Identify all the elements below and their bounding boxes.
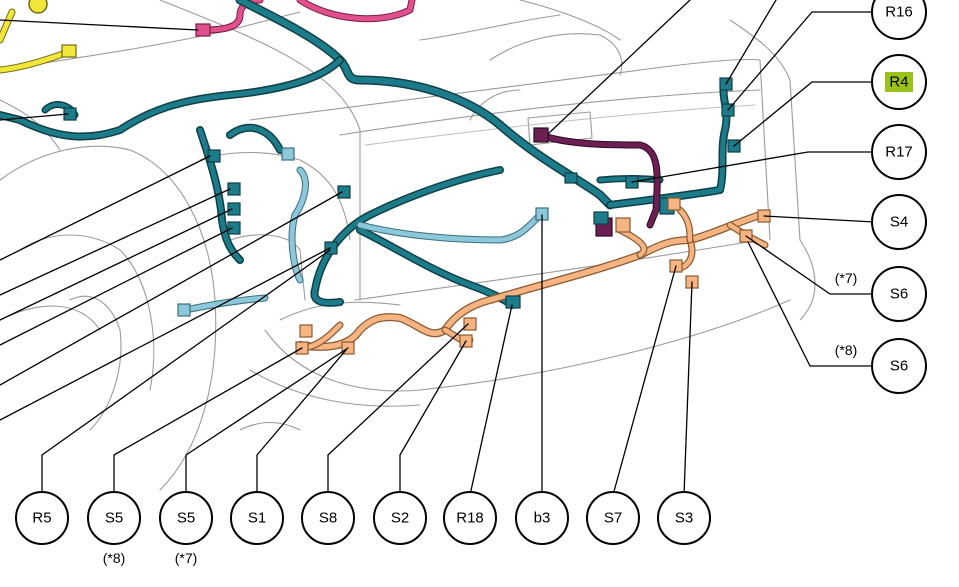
bubble-label: S5 bbox=[105, 510, 123, 527]
bubble-R18 bbox=[443, 491, 497, 545]
bubble-S3 bbox=[657, 491, 711, 545]
bubble-S2 bbox=[373, 491, 427, 545]
callout-S6-7[interactable]: (*7) S6 bbox=[835, 266, 927, 322]
variant-note: (*8) bbox=[103, 550, 126, 566]
yellow-harness bbox=[0, 0, 77, 74]
light-blue-harness bbox=[177, 166, 549, 317]
bubble-S7 bbox=[586, 491, 640, 545]
bubble-S6 bbox=[871, 338, 927, 394]
bubble-S5 bbox=[159, 491, 213, 545]
bubble-label: R4 bbox=[889, 74, 908, 91]
callout-R17[interactable]: R17 bbox=[871, 124, 927, 180]
bubble-label: S3 bbox=[675, 510, 693, 527]
leader-lines bbox=[0, 0, 875, 496]
bubble-S5 bbox=[87, 491, 141, 545]
callout-S5-8[interactable]: S5 (*8) bbox=[87, 491, 141, 566]
bubble-label: R18 bbox=[456, 510, 484, 527]
bubble-S4 bbox=[871, 194, 927, 250]
bubble-label: b3 bbox=[534, 510, 551, 527]
callout-S6-8[interactable]: (*8) S6 bbox=[835, 338, 927, 394]
bubble-label: R16 bbox=[885, 4, 913, 21]
variant-note: (*7) bbox=[835, 270, 858, 286]
callout-S8[interactable]: S8 bbox=[301, 491, 355, 545]
callout-S3[interactable]: S3 bbox=[657, 491, 711, 545]
callout-S7[interactable]: S7 bbox=[586, 491, 640, 545]
callout-S2[interactable]: S2 bbox=[373, 491, 427, 545]
callout-S5-7[interactable]: S5 (*7) bbox=[159, 491, 213, 566]
bubble-label: S6 bbox=[890, 358, 908, 375]
orange-harness bbox=[296, 206, 769, 352]
callout-R5[interactable]: R5 bbox=[15, 491, 69, 545]
bubble-label: S1 bbox=[248, 510, 266, 527]
bubble-R17 bbox=[871, 124, 927, 180]
callout-R4[interactable]: R4 bbox=[871, 54, 927, 110]
bubble-label: S8 bbox=[319, 510, 337, 527]
callout-S4[interactable]: S4 bbox=[871, 194, 927, 250]
bubble-label: S2 bbox=[391, 510, 409, 527]
bubble-S8 bbox=[301, 491, 355, 545]
bubble-label: S6 bbox=[890, 286, 908, 303]
bubble-label: R17 bbox=[885, 144, 913, 161]
bubble-label: S4 bbox=[890, 214, 908, 231]
highlight-box bbox=[885, 72, 913, 92]
bubble-S6 bbox=[871, 266, 927, 322]
variant-note: (*7) bbox=[175, 550, 198, 566]
bubble-R5 bbox=[15, 491, 69, 545]
callout-S1[interactable]: S1 bbox=[230, 491, 284, 545]
bubble-b3 bbox=[515, 491, 569, 545]
bubble-S1 bbox=[230, 491, 284, 545]
variant-note: (*8) bbox=[835, 342, 858, 358]
callout-R18[interactable]: R18 bbox=[443, 491, 497, 545]
callout-b3[interactable]: b3 bbox=[515, 491, 569, 545]
bubble-R16 bbox=[871, 0, 927, 40]
bubble-label: S7 bbox=[604, 510, 622, 527]
bubble-label: S5 bbox=[177, 510, 195, 527]
bubble-label: R5 bbox=[32, 510, 51, 527]
callout-R16[interactable]: R16 bbox=[871, 0, 927, 40]
